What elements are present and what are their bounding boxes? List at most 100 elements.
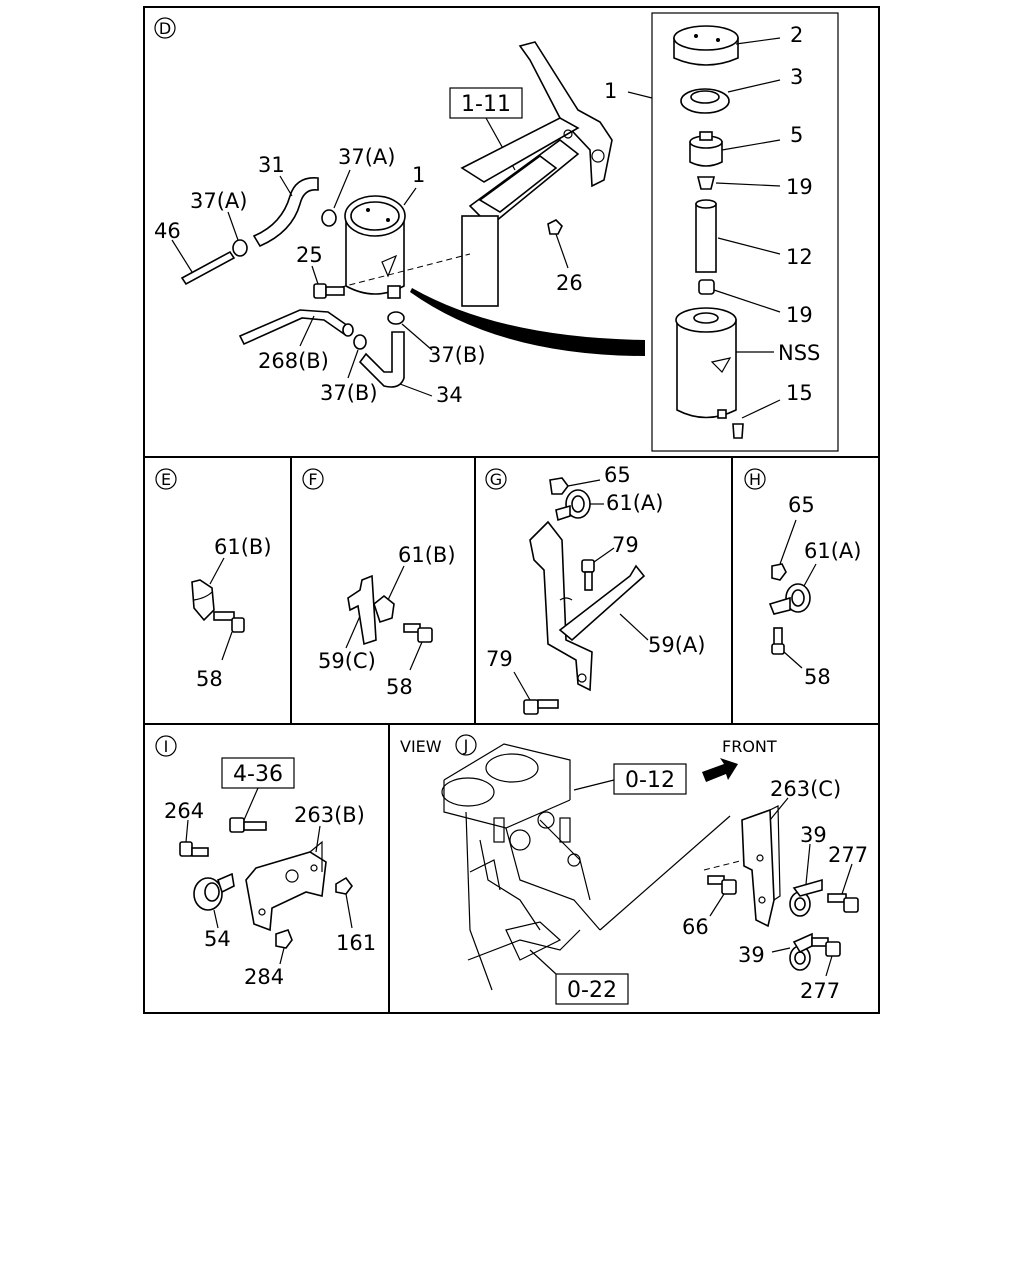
clip-61b-f xyxy=(373,594,395,624)
pointer-band xyxy=(410,288,645,356)
nut-161 xyxy=(335,876,353,895)
svg-text:161: 161 xyxy=(336,931,376,955)
clamp-37b-right xyxy=(387,311,405,325)
svg-text:H: H xyxy=(749,470,761,489)
svg-text:I: I xyxy=(164,737,169,756)
section-g: G 65 61(A) 79 79 xyxy=(485,463,705,715)
spacer-top xyxy=(696,176,716,190)
reservoir-assembly xyxy=(344,195,406,299)
svg-text:264: 264 xyxy=(164,799,204,823)
frame-bracket xyxy=(460,41,613,307)
pipe-268b xyxy=(238,309,350,346)
bracket-263c xyxy=(741,805,781,928)
clamp-37b-left xyxy=(353,334,367,350)
exploded-leaders xyxy=(713,37,781,419)
svg-text:4-36: 4-36 xyxy=(233,762,283,787)
section-d-marker: D xyxy=(154,17,176,39)
svg-text:66: 66 xyxy=(682,915,709,939)
svg-text:263(B): 263(B) xyxy=(294,803,365,827)
section-j-marker: J xyxy=(455,734,477,756)
bolt-79-lower xyxy=(523,699,559,715)
svg-text:F: F xyxy=(308,470,317,489)
svg-text:19: 19 xyxy=(786,175,813,199)
clamp-54 xyxy=(193,872,235,911)
svg-text:61(A): 61(A) xyxy=(606,491,663,515)
ref-box-0-12: 0-12 xyxy=(573,763,687,795)
svg-text:61(B): 61(B) xyxy=(398,543,456,567)
section-h: H 65 61(A) 58 xyxy=(744,468,861,689)
svg-text:1: 1 xyxy=(604,79,617,103)
bracket-263b xyxy=(245,840,327,932)
nut-284 xyxy=(275,929,293,949)
bolt-58-f xyxy=(403,623,433,643)
svg-text:VIEW: VIEW xyxy=(400,737,442,756)
svg-text:J: J xyxy=(463,736,469,755)
bolt-264 xyxy=(179,841,209,857)
ref-box-4-36: 4-36 xyxy=(221,757,295,821)
section-g-marker: G xyxy=(485,468,507,490)
svg-text:FRONT: FRONT xyxy=(722,737,777,756)
clamp-39-lower xyxy=(789,932,813,971)
section-e-marker: E xyxy=(155,468,177,490)
front-arrow-icon xyxy=(702,758,738,782)
svg-text:79: 79 xyxy=(486,647,513,671)
svg-text:37(A): 37(A) xyxy=(338,145,395,169)
clamp-37a-lower xyxy=(232,239,248,257)
spacer-bottom xyxy=(698,279,715,295)
svg-text:D: D xyxy=(159,19,171,38)
reservoir-cap xyxy=(673,25,739,66)
bolt-277-lower xyxy=(811,937,841,957)
exploded-view-box xyxy=(651,12,839,452)
svg-text:277: 277 xyxy=(828,843,868,867)
section-i-marker: I xyxy=(155,735,177,757)
svg-text:39: 39 xyxy=(800,823,827,847)
section-f-marker: F xyxy=(302,468,324,490)
clamp-61a-h xyxy=(768,583,811,615)
bolt-79-upper xyxy=(581,559,595,591)
section-e: E 61(B) 58 xyxy=(155,468,272,691)
svg-text:37(B): 37(B) xyxy=(428,343,486,367)
section-j: VIEW J FRONT 0-1 xyxy=(400,734,868,1005)
hose-31 xyxy=(252,177,319,248)
svg-text:61(B): 61(B) xyxy=(214,535,272,559)
nut-26 xyxy=(547,219,563,235)
svg-text:58: 58 xyxy=(386,675,413,699)
bolt-58-h xyxy=(771,627,785,655)
section-h-marker: H xyxy=(744,468,766,490)
svg-text:0-12: 0-12 xyxy=(625,768,675,793)
svg-text:31: 31 xyxy=(258,153,285,177)
bracket-59c xyxy=(347,574,377,646)
svg-text:19: 19 xyxy=(786,303,813,327)
svg-text:79: 79 xyxy=(612,533,639,557)
svg-text:284: 284 xyxy=(244,965,284,989)
bolt-66 xyxy=(707,875,737,895)
bolt-58-e xyxy=(213,611,245,633)
svg-text:54: 54 xyxy=(204,927,231,951)
svg-text:58: 58 xyxy=(804,665,831,689)
svg-text:59(C): 59(C) xyxy=(318,649,376,673)
bolt-25 xyxy=(313,283,345,299)
clip-61b-e xyxy=(191,579,215,622)
bracket-59a xyxy=(529,520,646,692)
svg-text:1-11: 1-11 xyxy=(461,92,511,117)
ref-box-0-22: 0-22 xyxy=(529,949,629,1005)
svg-text:1: 1 xyxy=(412,163,425,187)
svg-text:37(B): 37(B) xyxy=(320,381,378,405)
exploded-labels: 2 3 5 19 12 19 NSS 15 1 xyxy=(604,23,820,405)
svg-text:NSS: NSS xyxy=(778,341,820,365)
section-f: F 61(B) 59(C) 58 xyxy=(302,468,456,699)
drain-plug xyxy=(732,423,744,439)
svg-text:58: 58 xyxy=(196,667,223,691)
svg-text:263(C): 263(C) xyxy=(770,777,841,801)
nut-65-h xyxy=(771,563,787,581)
svg-text:46: 46 xyxy=(154,219,181,243)
reservoir-body-exploded xyxy=(675,307,737,419)
diagram-frame xyxy=(143,6,880,1014)
svg-text:3: 3 xyxy=(790,65,803,89)
svg-text:59(A): 59(A) xyxy=(648,633,705,657)
svg-text:5: 5 xyxy=(790,123,803,147)
clamp-61a-g xyxy=(555,489,591,522)
svg-text:65: 65 xyxy=(788,493,815,517)
svg-text:61(A): 61(A) xyxy=(804,539,861,563)
